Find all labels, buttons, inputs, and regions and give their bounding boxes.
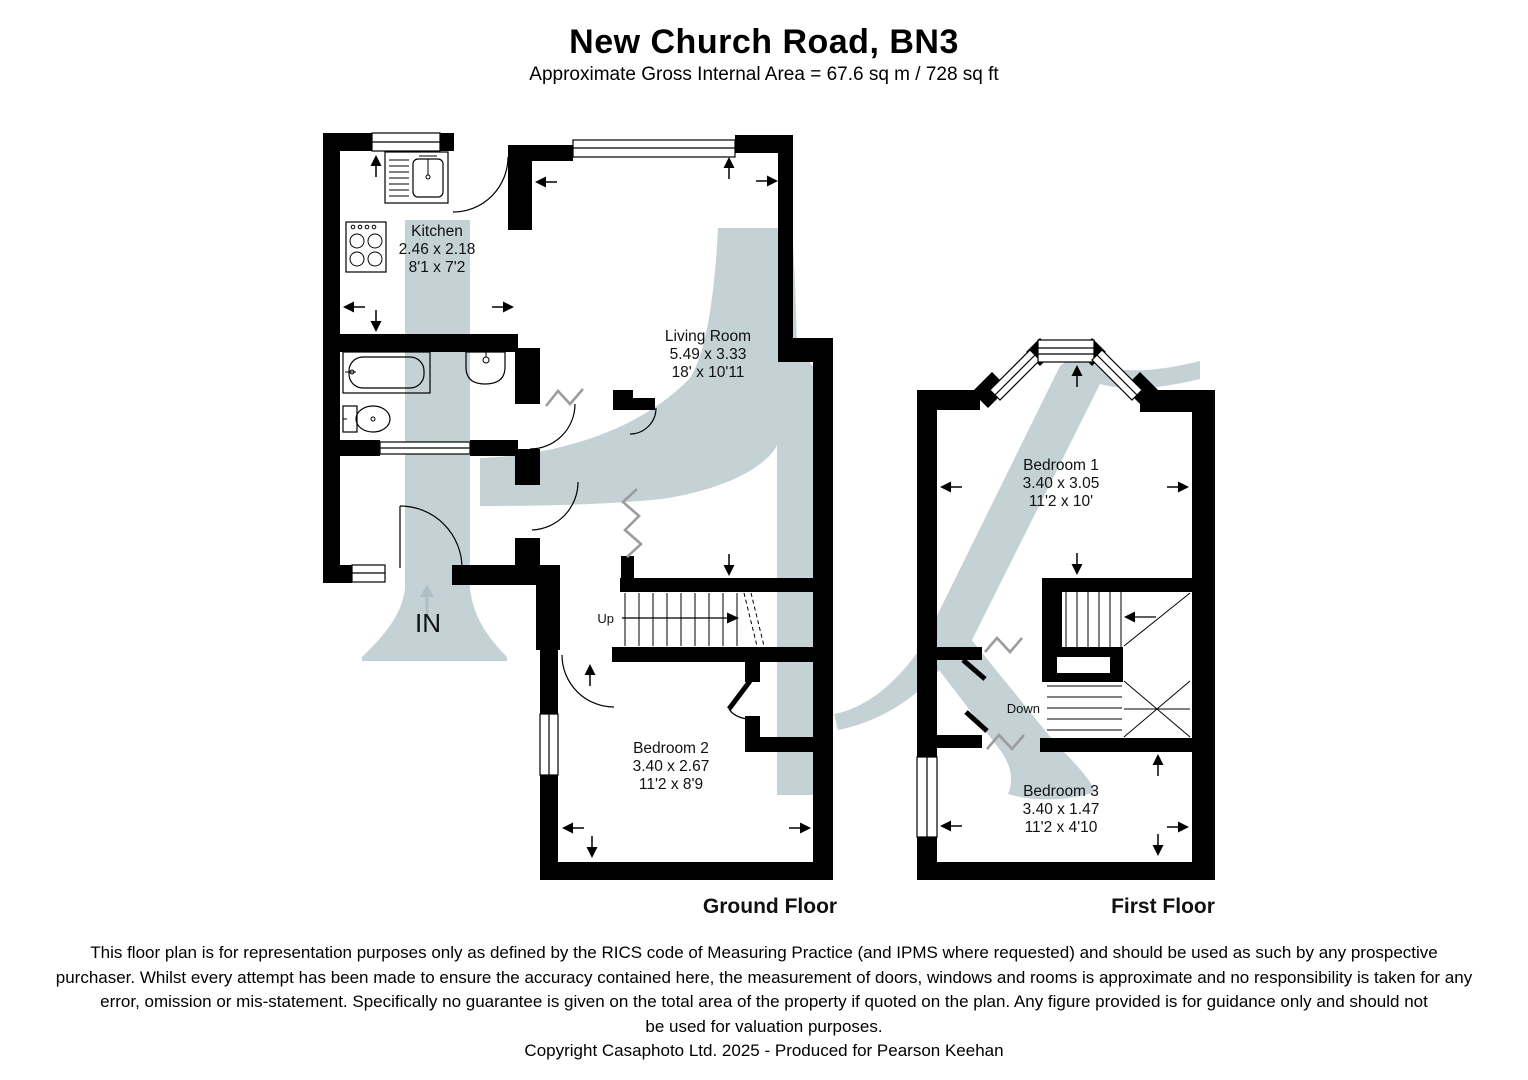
zigzag-break [984, 636, 1023, 654]
kitchen-metric: 2.46 x 2.18 [399, 241, 476, 258]
living-room-window [572, 139, 736, 158]
sink-unit [384, 151, 449, 204]
kitchen-label: Kitchen 2.46 x 2.18 8'1 x 7'2 [399, 223, 476, 276]
living-room-label: Living Room 5.49 x 3.33 18' x 10'11 [665, 328, 751, 381]
zigzag-break [544, 388, 584, 407]
ground-floor-doors [399, 156, 752, 720]
header: New Church Road, BN3 Approximate Gross I… [0, 23, 1528, 86]
disclaimer-line: purchaser. Whilst every attempt has been… [55, 967, 1473, 987]
footer: This floor plan is for representation pu… [0, 941, 1528, 1064]
wall-break-marks-ground [544, 388, 643, 558]
wall-break-marks-first [984, 636, 1025, 751]
copyright-line: Copyright Casaphoto Ltd. 2025 - Produced… [524, 1041, 1004, 1060]
entrance: IN [415, 584, 441, 638]
ground-floor-walls [323, 133, 833, 880]
first-floor-label: First Floor [1111, 895, 1215, 918]
stairs-up-arrow [727, 612, 739, 624]
disclaimer-line: This floor plan is for representation pu… [90, 943, 1438, 962]
bedroom-3-metric: 3.40 x 1.47 [1023, 801, 1100, 818]
stairs-down-label: Down [1007, 701, 1040, 716]
bedroom-3-imperial: 11'2 x 4'10 [1025, 819, 1098, 836]
bedroom-1-imperial: 11'2 x 10' [1029, 493, 1093, 510]
living-room-imperial: 18' x 10'11 [672, 364, 745, 381]
bedroom-3-window [916, 756, 938, 838]
watermark-leg [933, 633, 1095, 800]
stairs-up-label: Up [597, 611, 614, 626]
first-floor-plan: Down Bedroom 1 3.40 x 3.05 11'2 x 10' Be… [916, 338, 1215, 918]
bedroom-2-window [539, 713, 559, 776]
bathroom-door-arc [529, 403, 576, 450]
zigzag-break [621, 488, 643, 558]
ground-floor-label: Ground Floor [703, 895, 837, 918]
living-room-door-arc [629, 407, 657, 435]
bedroom-2-metric: 3.40 x 2.67 [633, 758, 710, 775]
living-room-metric: 5.49 x 3.33 [670, 346, 747, 363]
bedroom-1-metric: 3.40 x 3.05 [1023, 475, 1100, 492]
watermark-arm [925, 358, 1200, 668]
toilet [342, 405, 391, 433]
bedroom-3-label: Bedroom 3 3.40 x 1.47 11'2 x 4'10 [1023, 783, 1100, 836]
ground-floor-windows [351, 132, 736, 776]
first-floor-closet-doors [961, 658, 989, 733]
watermark-stem-left [362, 220, 507, 661]
basin [465, 351, 506, 385]
kitchen-fixtures [345, 151, 449, 273]
bedroom-2-closet-door [727, 679, 752, 720]
entrance-label: IN [415, 608, 441, 638]
bedroom-2-label: Bedroom 2 3.40 x 2.67 11'2 x 8'9 [633, 740, 710, 793]
bedroom-1-label: Bedroom 1 3.40 x 3.05 11'2 x 10' [1023, 457, 1100, 510]
kitchen-window [371, 132, 441, 152]
kitchen-door-arc [452, 156, 509, 213]
hallway-door-arc [531, 481, 579, 531]
bathroom-internal-window [379, 441, 471, 455]
bedroom-3-name: Bedroom 3 [1023, 783, 1099, 800]
hob [345, 221, 387, 273]
bathtub [342, 351, 431, 394]
disclaimer-line: error, omission or mis-statement. Specif… [100, 992, 1428, 1011]
watermark-curve-center [480, 228, 814, 795]
living-room-name: Living Room [665, 328, 751, 345]
stairs-down-arrow [1124, 611, 1135, 623]
page-subtitle: Approximate Gross Internal Area = 67.6 s… [529, 64, 999, 86]
bay-window-right-pane [1091, 349, 1143, 401]
bedroom-1-name: Bedroom 1 [1023, 457, 1099, 474]
hall-window [351, 564, 386, 583]
bedroom-2-name: Bedroom 2 [633, 740, 709, 757]
disclaimer-line: be used for valuation purposes. [645, 1016, 883, 1036]
bedroom-2-imperial: 11'2 x 8'9 [639, 776, 703, 793]
bay-window-center-pane [1037, 339, 1095, 363]
entrance-arrow-icon [420, 584, 434, 617]
kitchen-imperial: 8'1 x 7'2 [409, 259, 466, 276]
bedroom-2-door-arc [561, 654, 615, 708]
kitchen-name: Kitchen [411, 223, 463, 240]
bay-window-left-pane [989, 349, 1041, 401]
page-title: New Church Road, BN3 [569, 23, 959, 61]
first-floor-stairs: Down [1007, 592, 1191, 738]
front-door [399, 505, 463, 569]
ground-floor-stairs: Up [597, 592, 765, 647]
stair-landing-void [1057, 657, 1110, 673]
ground-floor-plan: Up IN Kitchen 2.46 x 2.18 8'1 x 7'2 Livi… [323, 132, 837, 918]
zigzag-break [986, 733, 1025, 751]
bay-window [989, 339, 1143, 401]
bathroom-fixtures [342, 351, 506, 433]
